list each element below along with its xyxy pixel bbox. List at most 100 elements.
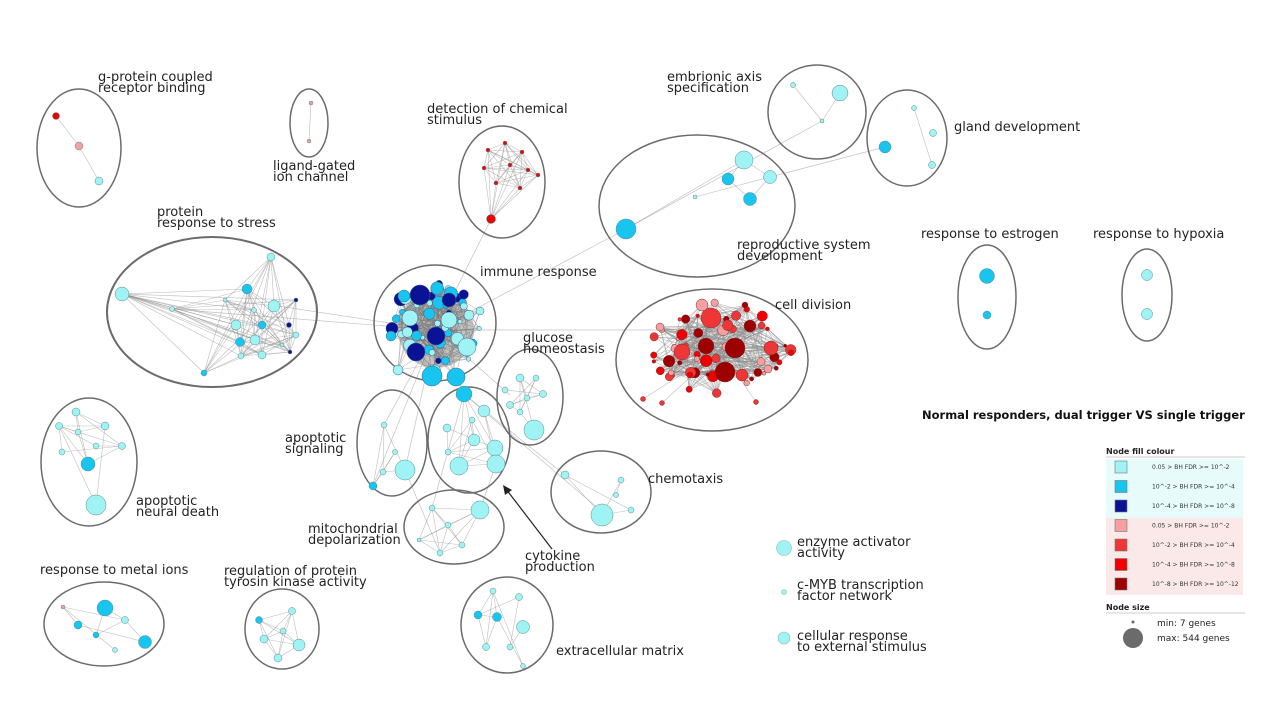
gene-set-node	[487, 215, 496, 224]
gene-set-node	[471, 501, 489, 519]
gene-set-node	[478, 405, 490, 417]
gene-set-node	[459, 542, 465, 548]
gene-set-node	[445, 449, 451, 455]
gene-set-node	[93, 443, 99, 449]
cluster-outline-apopsig	[357, 390, 427, 496]
figure-title: Normal responders, dual trigger VS singl…	[922, 408, 1245, 422]
legend: Node fill colour 0.05 > BH FDR >= 10^-21…	[1106, 447, 1245, 648]
gene-set-node	[518, 186, 522, 190]
gene-set-node	[268, 300, 280, 312]
gene-set-node	[293, 639, 305, 651]
cluster-ecm	[474, 588, 530, 669]
cluster-axis	[791, 83, 849, 124]
edge	[79, 146, 99, 181]
gene-set-node	[395, 460, 415, 480]
gene-set-node	[287, 323, 292, 328]
gene-set-node	[507, 402, 514, 409]
edge	[914, 108, 932, 165]
gene-set-node	[701, 308, 721, 328]
gene-set-node	[674, 344, 690, 360]
gene-set-node	[764, 341, 778, 355]
edge	[309, 103, 311, 141]
gene-set-node	[201, 370, 207, 376]
gene-set-node	[456, 386, 472, 402]
gene-set-node	[735, 151, 753, 169]
edge	[626, 160, 744, 229]
cluster-mito	[417, 501, 489, 556]
cluster-metal	[61, 600, 152, 653]
gene-set-node	[53, 113, 60, 120]
gene-set-node	[706, 373, 710, 377]
cluster-label-estrogen: response to estrogen	[921, 227, 1059, 242]
legend-swatch	[1115, 500, 1127, 512]
cluster-label-ecm: extracellular matrix	[556, 644, 684, 659]
legend-swatch	[1115, 539, 1127, 551]
legend-swatch	[1115, 520, 1127, 532]
gene-set-node	[113, 648, 118, 653]
gene-set-node	[407, 343, 425, 361]
gene-set-node	[410, 285, 430, 305]
gene-set-node	[487, 455, 505, 473]
cluster-stress	[115, 253, 299, 376]
gene-set-node	[711, 299, 718, 306]
gene-set-node	[442, 293, 456, 307]
gene-set-node	[458, 338, 476, 356]
gene-set-node	[524, 395, 530, 401]
gene-set-node	[402, 327, 412, 337]
edge	[259, 611, 292, 620]
gene-set-node	[429, 349, 435, 355]
gene-set-node	[437, 550, 443, 556]
gene-set-node	[980, 269, 995, 284]
gene-set-node	[434, 320, 440, 326]
gene-set-node	[536, 173, 540, 177]
gene-set-node	[386, 331, 396, 341]
singleton-node	[782, 590, 787, 595]
cluster-label-hypoxia: response to hypoxia	[1093, 227, 1224, 242]
edge	[122, 289, 247, 294]
gene-set-node	[715, 362, 735, 382]
edge	[122, 294, 241, 356]
gene-set-node	[393, 450, 398, 455]
edge	[236, 257, 271, 325]
gene-set-node	[482, 166, 486, 170]
gene-set-node	[474, 611, 482, 619]
singleton-node	[777, 541, 792, 556]
gene-set-node	[616, 219, 636, 239]
gene-set-node	[516, 374, 524, 382]
cluster-label-metal: response to metal ions	[40, 563, 189, 578]
legend-size-title: Node size	[1106, 603, 1150, 612]
gene-set-node	[494, 181, 498, 185]
gene-set-node	[307, 139, 311, 143]
cluster-immune	[386, 280, 484, 386]
gene-set-node	[381, 422, 387, 428]
legend-swatch	[1115, 578, 1127, 590]
gene-set-node	[402, 310, 418, 326]
gene-set-node	[758, 322, 765, 329]
singleton-node	[778, 632, 790, 644]
gene-set-node	[669, 370, 675, 376]
gene-set-node	[742, 302, 748, 308]
gene-set-node	[722, 173, 734, 185]
legend-swatch	[1115, 559, 1127, 571]
gene-set-node	[242, 284, 252, 294]
gene-set-node	[252, 308, 257, 313]
gene-set-node	[912, 106, 917, 111]
gene-set-node	[487, 440, 503, 456]
gene-set-node	[435, 358, 441, 364]
edge	[383, 425, 384, 472]
gene-set-node	[687, 372, 693, 378]
gene-set-node	[170, 307, 175, 312]
gene-set-node	[677, 329, 688, 340]
gene-set-node	[398, 290, 410, 302]
gene-set-node	[1142, 270, 1153, 281]
edge	[510, 597, 519, 647]
edge	[373, 425, 384, 486]
